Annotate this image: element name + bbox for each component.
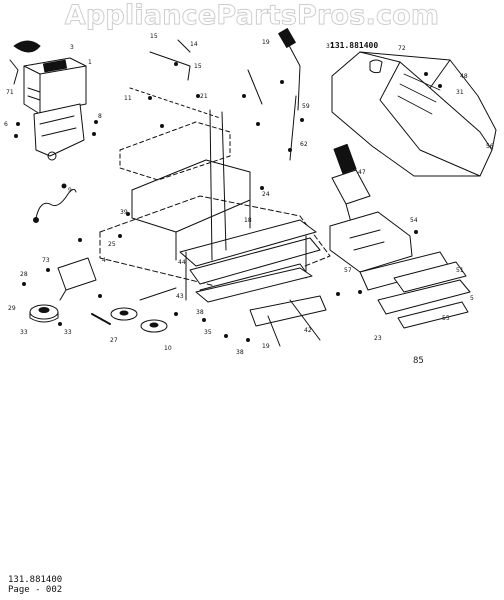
callout-label: 15 (194, 63, 202, 70)
callout-label: 55 (442, 315, 450, 322)
footer: 131.881400 Page - 002 (8, 575, 62, 595)
pulley-assembly (29, 257, 177, 333)
callout-label: 27 (110, 337, 118, 344)
fasteners (14, 62, 442, 342)
callout-label: 14 (190, 41, 198, 48)
callout-label: 5 (470, 295, 474, 302)
callout-label: 3 (70, 44, 74, 51)
callout-label: 44 (178, 259, 186, 266)
callout-label: 31 (456, 89, 464, 96)
callout-numbers: 3 1 71 6 8 15 14 15 11 21 19 37 72 48 31… (4, 33, 494, 356)
callout-label: 73 (42, 257, 50, 264)
callout-label: 56 (486, 143, 494, 150)
axle-bracket (195, 267, 327, 347)
callout-label: 9 (68, 187, 72, 194)
callout-label: 18 (244, 217, 252, 224)
callout-label: 47 (358, 169, 366, 176)
callout-label: 57 (344, 267, 352, 274)
callout-label: 28 (20, 271, 28, 278)
footer-model-number: 131.881400 (8, 575, 63, 585)
callout-label: 29 (8, 305, 16, 312)
wire-harness (33, 183, 77, 223)
callout-label: 33 (20, 329, 28, 336)
callout-label: 6 (4, 121, 8, 128)
callout-label: 39 (120, 209, 128, 216)
callout-label: 37 (326, 43, 334, 50)
rear-bracket-plate (329, 211, 471, 329)
footer-page-number: Page - 002 (8, 585, 63, 595)
callout-label: 43 (176, 293, 184, 300)
callout-label: 11 (124, 95, 132, 102)
model-number-label: 131.881400 (330, 41, 379, 50)
callout-label: 4 (102, 257, 106, 264)
callout-label: 42 (304, 327, 312, 334)
hood-fender (331, 51, 497, 177)
callout-label: 19 (262, 39, 270, 46)
callout-label: 15 (150, 33, 158, 40)
callout-label: 24 (262, 191, 270, 198)
callout-label: 62 (300, 141, 308, 148)
callout-label: 59 (302, 103, 310, 110)
callout-label: 38 (236, 349, 244, 356)
engine-assembly (9, 40, 87, 161)
callout-label: 72 (398, 45, 406, 52)
callout-label: 35 (204, 329, 212, 336)
callout-label: 38 (196, 309, 204, 316)
callout-label: 48 (460, 73, 468, 80)
page-reference: 85 (413, 356, 424, 366)
model-header: 131.881400 (330, 41, 378, 50)
callout-label: 71 (6, 89, 14, 96)
pedal-assembly (331, 143, 371, 227)
callout-label: 23 (374, 335, 382, 342)
callout-label: 54 (410, 217, 418, 224)
callout-label: 25 (108, 241, 116, 248)
callout-label: 1 (88, 59, 92, 66)
callout-label: 33 (64, 329, 72, 336)
callout-label: 21 (200, 93, 208, 100)
callout-label: 10 (164, 345, 172, 352)
callout-label: 8 (98, 113, 102, 120)
callout-label: 51 (456, 267, 464, 274)
callout-label: 19 (262, 343, 270, 350)
site-watermark: AppliancePartsPros.com (64, 0, 440, 32)
